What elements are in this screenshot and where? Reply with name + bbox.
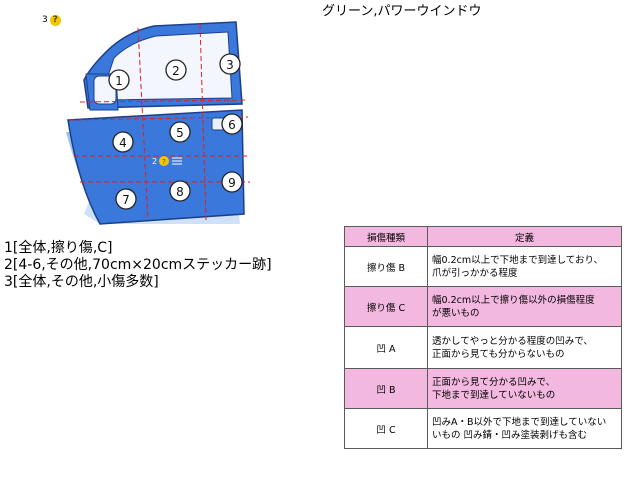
legend-row: 凹 B 正面から見て分かる凹みで、下地まで到達していないもの [344, 368, 622, 409]
svg-text:8: 8 [176, 185, 184, 199]
legend-type: 擦り傷 C [344, 286, 428, 327]
note-line: 3[全体,その他,小傷多数] [4, 274, 159, 290]
legend-definition: 正面から見て分かる凹みで、下地まで到達していないもの [427, 368, 622, 409]
legend-header-definition: 定義 [427, 226, 622, 247]
legend-header-type: 損傷種類 [344, 226, 428, 247]
svg-text:6: 6 [228, 118, 236, 132]
question-icon[interactable]: ? [49, 15, 61, 26]
door-diagram: 1 2 3 4 5 6 7 8 9 2 ? [66, 21, 250, 225]
svg-text:2: 2 [172, 64, 180, 78]
note-line: 2[4-6,その他,70cm×20cmステッカー跡] [4, 257, 272, 273]
svg-text:1: 1 [115, 74, 123, 88]
svg-text:5: 5 [176, 126, 184, 140]
svg-text:?: ? [162, 158, 166, 166]
cut-line [69, 116, 249, 121]
legend-type: 擦り傷 B [344, 246, 428, 287]
legend-row: 凹 C 凹みA・B以外で下地まで到達していないいもの 凹み錆・凹み塗装剥げも含む [344, 408, 622, 449]
svg-text:3: 3 [226, 58, 234, 72]
top-marker: 3? [42, 15, 61, 26]
legend-definition: 幅0.2cm以上で下地まで到達しており、爪が引っかかる程度 [427, 246, 622, 287]
cut-line [137, 27, 149, 221]
door-lower-panel [67, 109, 245, 225]
legend-type: 凹 C [344, 408, 428, 449]
marker-number: 3 [42, 15, 48, 25]
region-label: 1 2 3 4 5 6 7 8 9 [108, 53, 243, 210]
legend-row: 擦り傷 B 幅0.2cm以上で下地まで到達しており、爪が引っかかる程度 [344, 246, 622, 287]
mid-marker-number: 2 [152, 157, 157, 166]
legend-definition: 透かしてやっと分かる程度の凹みで、正面から見ても分からないもの [427, 326, 622, 369]
cut-line [199, 23, 207, 221]
svg-text:7: 7 [122, 193, 130, 207]
question-icon [159, 156, 169, 166]
svg-text:9: 9 [228, 176, 236, 190]
cut-line [79, 99, 249, 103]
legend-definition: 凹みA・B以外で下地まで到達していないいもの 凹み錆・凹み塗装剥げも含む [427, 408, 622, 449]
legend-row: 凹 A 透かしてやっと分かる程度の凹みで、正面から見ても分からないもの [344, 326, 622, 369]
legend-definition: 幅0.2cm以上で擦り傷以外の損傷程度が悪いもの [427, 286, 622, 327]
damage-notes: 1[全体,擦り傷,C] 2[4-6,その他,70cm×20cmステッカー跡] 3… [4, 240, 272, 291]
legend-header-row: 損傷種類 定義 [344, 226, 622, 247]
note-line: 1[全体,擦り傷,C] [4, 240, 113, 256]
header-title: グリーン,パワーウインドウ [322, 4, 482, 19]
legend-type: 凹 B [344, 368, 428, 409]
legend-type: 凹 A [344, 326, 428, 369]
damage-legend-table: 損傷種類 定義 擦り傷 B 幅0.2cm以上で下地まで到達しており、爪が引っかか… [344, 226, 622, 449]
door-window-glass [99, 31, 233, 101]
legend-row: 擦り傷 C 幅0.2cm以上で擦り傷以外の損傷程度が悪いもの [344, 286, 622, 327]
svg-text:4: 4 [119, 136, 127, 150]
